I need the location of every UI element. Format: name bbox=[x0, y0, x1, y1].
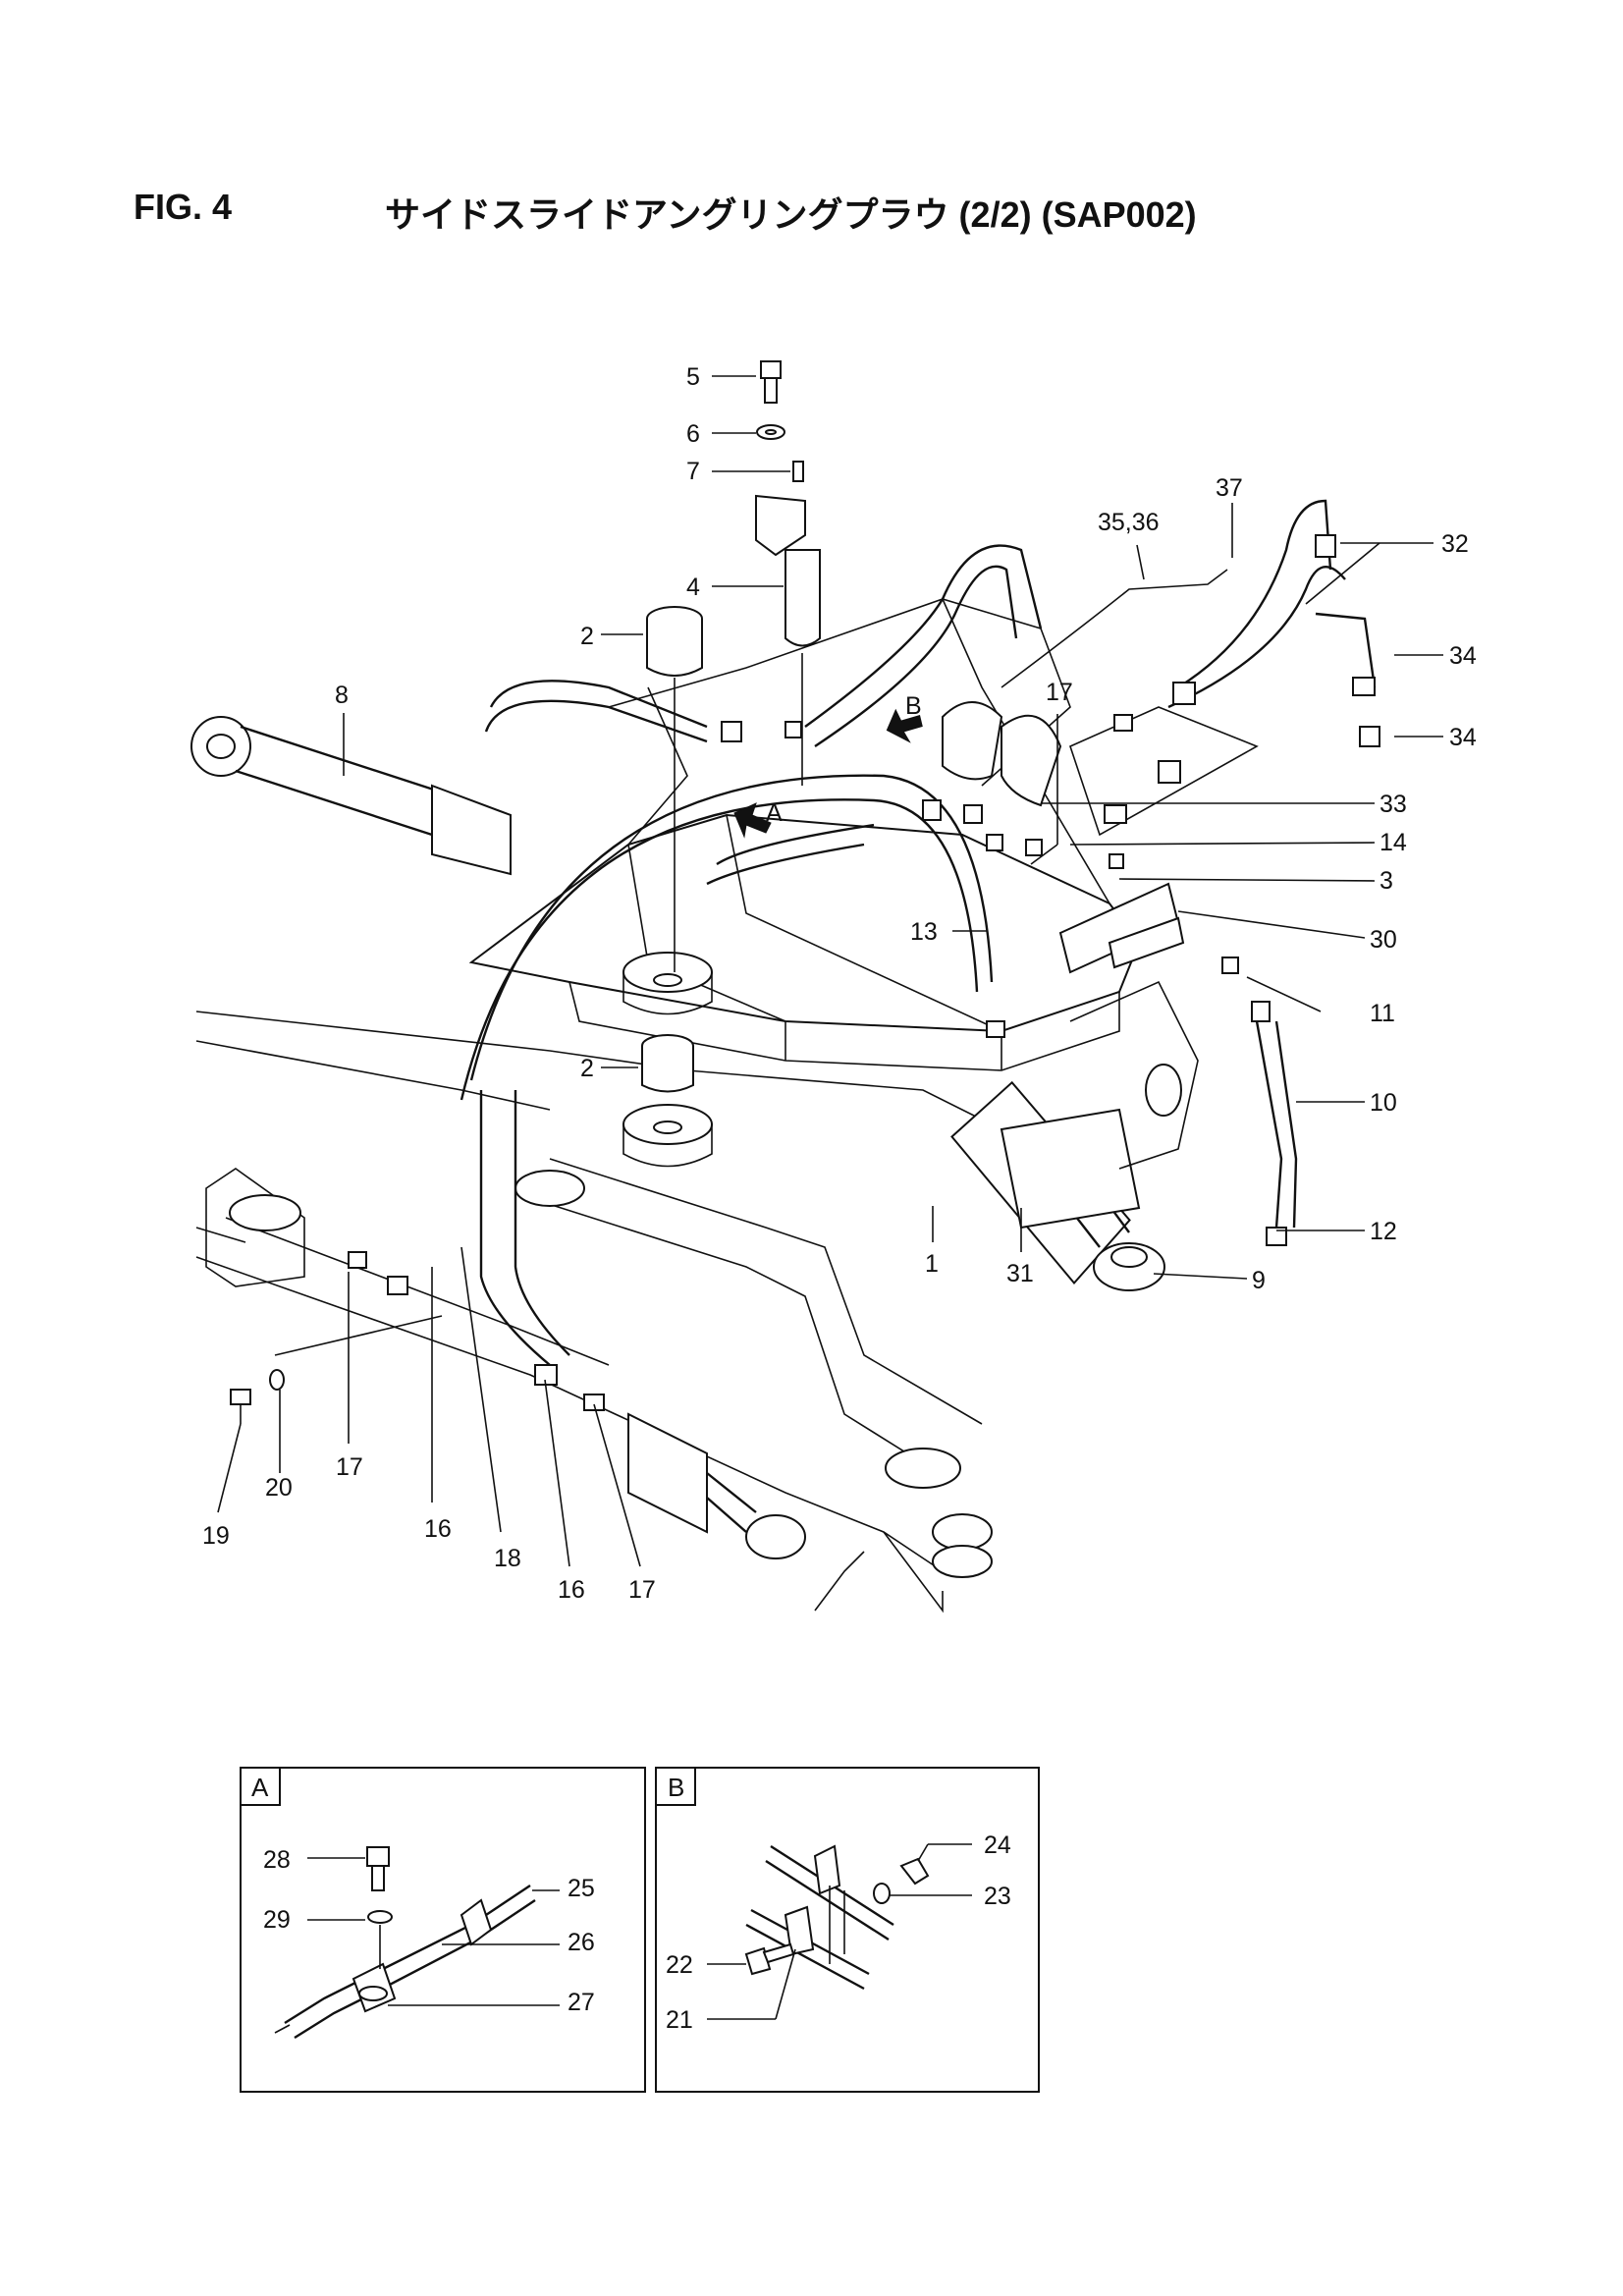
detail-a-panel: A 28 29 25 26 27 bbox=[240, 1767, 646, 2093]
callout-24: 24 bbox=[984, 1831, 1011, 1859]
callout-8: 8 bbox=[335, 682, 349, 709]
callout-13: 13 bbox=[910, 918, 938, 946]
bushing-upper bbox=[622, 952, 713, 1015]
callout-19: 19 bbox=[202, 1522, 230, 1550]
cylinder-8 bbox=[190, 716, 512, 876]
fittings bbox=[230, 534, 1380, 1559]
callout-28: 28 bbox=[263, 1846, 291, 1874]
callout-16-right: 16 bbox=[558, 1576, 585, 1604]
callout-31: 31 bbox=[1006, 1260, 1034, 1287]
callout-2-upper: 2 bbox=[580, 623, 594, 650]
hoses bbox=[460, 499, 1377, 1366]
callout-17-upper: 17 bbox=[1046, 679, 1073, 706]
detail-a-label: A bbox=[251, 1773, 269, 1802]
callout-23: 23 bbox=[984, 1883, 1011, 1910]
callout-34-upper: 34 bbox=[1449, 642, 1477, 670]
callout-21: 21 bbox=[666, 2006, 693, 2034]
callout-30: 30 bbox=[1370, 926, 1397, 954]
detail-b-label: B bbox=[668, 1773, 684, 1802]
callout-17-right: 17 bbox=[628, 1576, 656, 1604]
callout-27: 27 bbox=[568, 1989, 595, 2016]
figure-number: FIG. 4 bbox=[134, 187, 233, 227]
callout-a-marker: A bbox=[766, 799, 783, 827]
callout-34-lower: 34 bbox=[1449, 724, 1477, 751]
bushing-2b bbox=[641, 1034, 694, 1093]
callout-29: 29 bbox=[263, 1906, 291, 1934]
callout-18: 18 bbox=[494, 1545, 521, 1572]
callout-7: 7 bbox=[686, 458, 700, 485]
callout-26: 26 bbox=[568, 1929, 595, 1956]
callout-9: 9 bbox=[1252, 1267, 1266, 1294]
callout-33: 33 bbox=[1380, 791, 1407, 818]
callout-1: 1 bbox=[925, 1250, 939, 1278]
bushing-lower bbox=[622, 1104, 713, 1168]
callout-17-left: 17 bbox=[336, 1453, 363, 1481]
callout-3: 3 bbox=[1380, 867, 1393, 895]
callout-16-left: 16 bbox=[424, 1515, 452, 1543]
bushing-2a bbox=[646, 606, 703, 677]
callout-6: 6 bbox=[686, 420, 700, 448]
callout-20: 20 bbox=[265, 1474, 293, 1502]
callout-37: 37 bbox=[1216, 474, 1243, 502]
figure-title: サイドスライドアングリングプラウ (2/2) (SAP002) bbox=[385, 194, 1197, 235]
callout-32: 32 bbox=[1441, 530, 1469, 558]
callout-35-36: 35,36 bbox=[1098, 509, 1160, 536]
callout-2-lower: 2 bbox=[580, 1055, 594, 1082]
callout-25: 25 bbox=[568, 1875, 595, 1902]
callout-labels: 5 6 7 4 2 2 8 35,36 37 32 34 34 17 B A 3… bbox=[202, 363, 1477, 1604]
assembly-drawing bbox=[190, 360, 1259, 1613]
callout-22: 22 bbox=[666, 1951, 693, 1979]
callout-5: 5 bbox=[686, 363, 700, 391]
callout-10: 10 bbox=[1370, 1089, 1397, 1117]
leader-lines bbox=[217, 375, 1443, 1567]
callout-14: 14 bbox=[1380, 829, 1407, 856]
callout-11: 11 bbox=[1370, 1000, 1395, 1027]
cylinder-4 bbox=[755, 494, 821, 786]
callout-12: 12 bbox=[1370, 1218, 1397, 1245]
detail-b-panel: B 24 23 22 21 bbox=[655, 1767, 1040, 2093]
callout-4: 4 bbox=[686, 574, 700, 601]
callout-b-marker: B bbox=[905, 692, 922, 720]
